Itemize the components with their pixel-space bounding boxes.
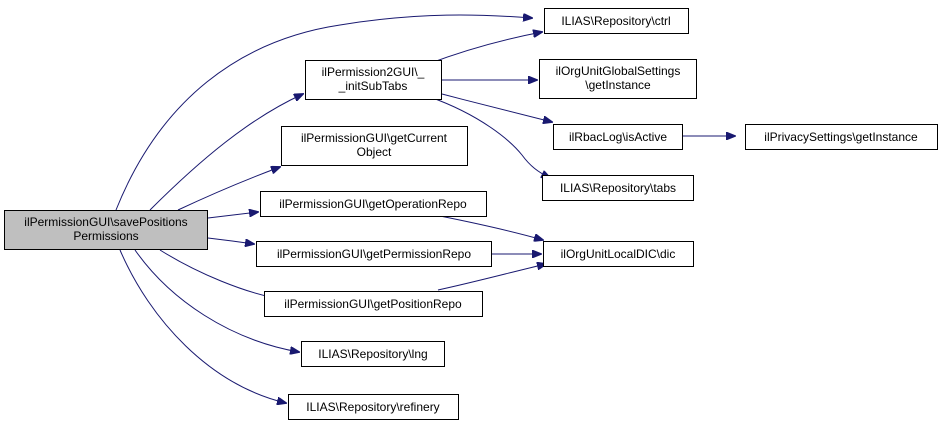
node-get-current-object[interactable]: ilPermissionGUI\getCurrent Object — [281, 126, 468, 166]
node-repo-lng-label: ILIAS\Repository\lng — [318, 347, 427, 361]
node-rbac-log[interactable]: ilRbacLog\isActive — [553, 124, 683, 150]
nodes: ilPermissionGUI\savePositions Permission… — [4, 8, 938, 420]
node-init-sub-tabs-line-2: _initSubTabs — [338, 79, 408, 93]
edge-get-operation-repo-to-orgunit-local-dic — [439, 215, 543, 240]
node-repo-tabs[interactable]: ILIAS\Repository\tabs — [542, 175, 694, 201]
node-orgunit-global-settings[interactable]: ilOrgUnitGlobalSettings \getInstance — [539, 59, 697, 99]
node-get-operation-repo-label: ilPermissionGUI\getOperationRepo — [279, 197, 467, 211]
node-get-current-object-line-1: ilPermissionGUI\getCurrent — [301, 131, 448, 145]
node-get-permission-repo-label: ilPermissionGUI\getPermissionRepo — [277, 247, 471, 261]
node-repo-lng[interactable]: ILIAS\Repository\lng — [301, 341, 445, 367]
edge-root-to-repo-lng — [134, 249, 299, 352]
edge-root-to-get-permission-repo — [207, 237, 254, 244]
node-get-position-repo[interactable]: ilPermissionGUI\getPositionRepo — [264, 291, 483, 317]
edge-init-sub-tabs-to-rbac-log — [441, 93, 552, 122]
node-privacy-settings-label: ilPrivacySettings\getInstance — [764, 130, 918, 144]
node-get-position-repo-label: ilPermissionGUI\getPositionRepo — [284, 297, 462, 311]
edge-init-sub-tabs-to-repo-ctrl — [427, 32, 542, 65]
node-orgunit-global-settings-line-2: \getInstance — [585, 78, 651, 92]
node-get-permission-repo[interactable]: ilPermissionGUI\getPermissionRepo — [256, 241, 492, 267]
node-init-sub-tabs[interactable]: ilPermission2GUI\_ _initSubTabs — [305, 60, 442, 100]
node-orgunit-local-dic-label: ilOrgUnitLocalDIC\dic — [561, 247, 676, 261]
node-repo-ctrl-label: ILIAS\Repository\ctrl — [561, 14, 670, 28]
node-repo-tabs-label: ILIAS\Repository\tabs — [560, 181, 676, 195]
node-repo-ctrl[interactable]: ILIAS\Repository\ctrl — [544, 8, 689, 34]
node-root-line-1: ilPermissionGUI\savePositions — [24, 215, 187, 229]
node-repo-refinery[interactable]: ILIAS\Repository\refinery — [288, 394, 459, 420]
edge-get-position-repo-to-orgunit-local-dic — [437, 264, 546, 291]
node-get-operation-repo[interactable]: ilPermissionGUI\getOperationRepo — [260, 191, 487, 217]
edge-root-to-get-operation-repo — [207, 212, 258, 219]
node-root-line-2: Permissions — [73, 229, 138, 243]
node-orgunit-local-dic[interactable]: ilOrgUnitLocalDIC\dic — [543, 241, 694, 267]
edge-root-to-repo-ctrl — [115, 15, 532, 211]
edge-init-sub-tabs-to-repo-tabs — [429, 96, 550, 178]
edges — [115, 15, 735, 403]
edge-root-to-init-sub-tabs — [149, 94, 303, 211]
node-init-sub-tabs-line-1: ilPermission2GUI\_ — [322, 65, 425, 79]
node-rbac-log-label: ilRbacLog\isActive — [569, 130, 667, 144]
node-root[interactable]: ilPermissionGUI\savePositions Permission… — [4, 210, 208, 250]
node-privacy-settings[interactable]: ilPrivacySettings\getInstance — [745, 124, 938, 150]
node-repo-refinery-label: ILIAS\Repository\refinery — [306, 400, 439, 414]
edge-root-to-repo-refinery — [119, 249, 286, 403]
edge-root-to-get-current-object — [177, 167, 280, 211]
node-get-current-object-line-2: Object — [357, 145, 392, 159]
node-orgunit-global-settings-line-1: ilOrgUnitGlobalSettings — [556, 64, 681, 78]
